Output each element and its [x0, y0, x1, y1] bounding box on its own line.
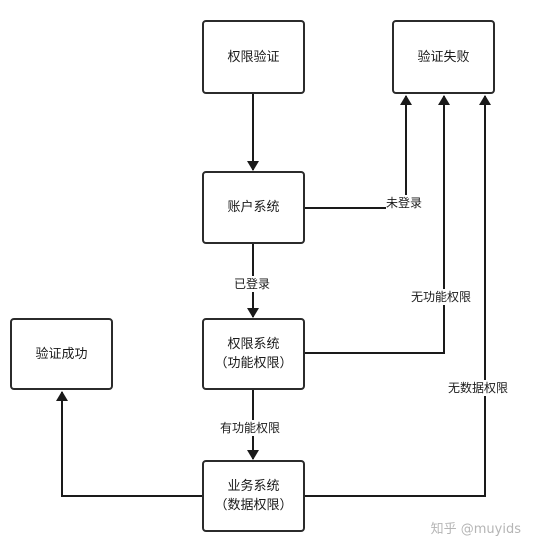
- node-business-system: 业务系统 （数据权限）: [202, 460, 305, 532]
- edge-label-not-logged-in: 未登录: [386, 195, 423, 211]
- node-auth-failed: 验证失败: [392, 20, 495, 94]
- edge-business-to-failed: [305, 95, 491, 497]
- node-business-system-label: 业务系统: [227, 479, 280, 494]
- edge-label-logged-in: 已登录: [234, 276, 271, 292]
- edge-label-no-data-permission: 无数据权限: [448, 380, 509, 396]
- node-auth-success-label: 验证成功: [35, 346, 88, 362]
- watermark: 知乎 @muyids: [430, 522, 521, 537]
- edge-business-to-success: [56, 391, 202, 497]
- node-auth-check: 权限验证: [202, 20, 305, 94]
- node-permission-system-label: 权限系统: [227, 337, 280, 352]
- edge-label-has-function-permission: 有功能权限: [220, 420, 281, 436]
- node-permission-system: 权限系统 （功能权限）: [202, 318, 305, 390]
- node-auth-failed-label: 验证失败: [417, 49, 470, 65]
- node-account-system-label: 账户系统: [227, 200, 280, 215]
- edge-account-to-failed: [305, 95, 412, 209]
- edge-permission-to-failed: [305, 95, 450, 354]
- node-auth-check-label: 权限验证: [227, 49, 280, 65]
- node-business-system-sublabel: （数据权限）: [214, 498, 293, 513]
- node-permission-system-sublabel: （功能权限）: [214, 356, 293, 371]
- node-account-system: 账户系统: [202, 171, 305, 244]
- edge-label-no-function-permission: 无功能权限: [411, 289, 472, 305]
- node-auth-success: 验证成功: [10, 318, 113, 390]
